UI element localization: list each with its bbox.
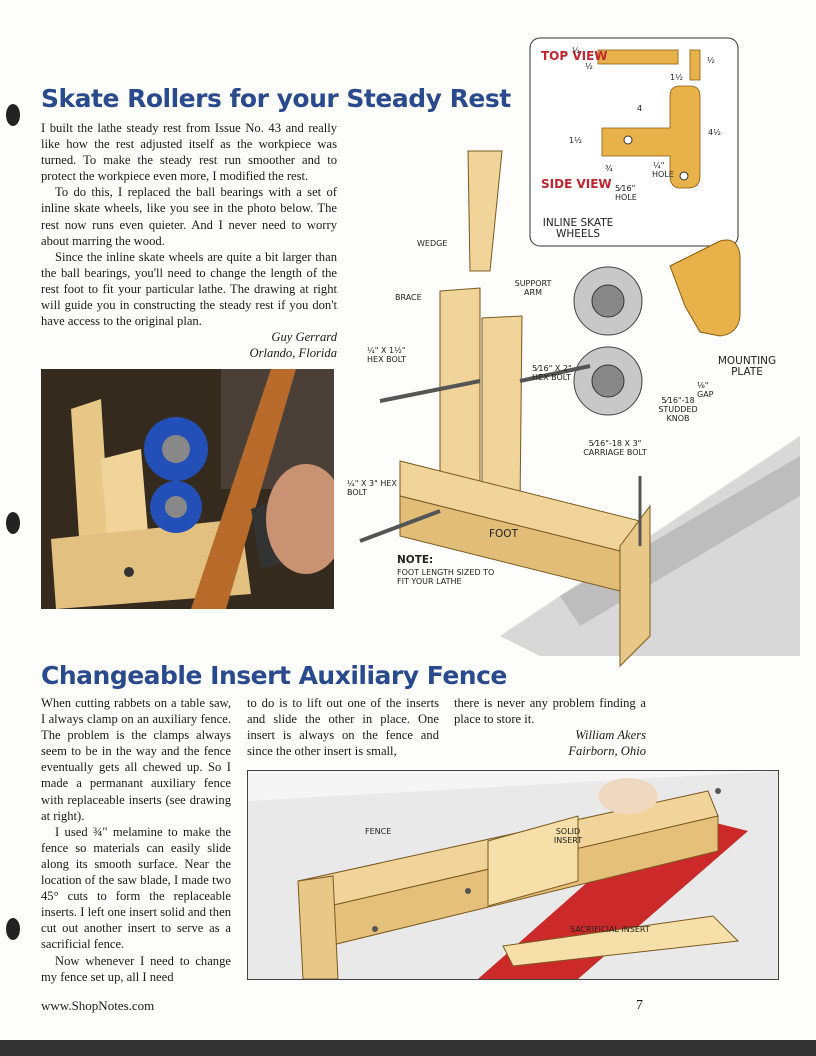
label-fence: FENCE [365,827,392,836]
bottom-edge [0,1040,816,1056]
paragraph: Now whenever I need to change my fence s… [41,953,231,984]
article-column-3: there is never any problem finding a pla… [454,695,646,759]
label-hex-bolt-3: ¼" x 3" HEX BOLT [347,479,397,497]
paragraph: Since the inline skate wheels are quite … [41,249,337,329]
article-column-2: to do is to lift out one of the inserts … [247,695,439,759]
dimension: 4 [637,104,643,113]
paragraph: When cutting rabbets on a table saw, I a… [41,696,231,823]
dimension: ½ [707,56,715,65]
paragraph: I used ¾" melamine to make the fence so … [41,824,231,952]
article-column-1: When cutting rabbets on a table saw, I a… [41,695,231,985]
label-brace: BRACE [395,293,422,302]
note-body: FOOT LENGTH SIZED TO FIT YOUR LATHE [397,568,495,586]
dimension: 1½ [670,73,683,82]
article-title: Skate Rollers for your Steady Rest [41,84,511,113]
paragraph: to do is to lift out one of the inserts … [247,696,439,759]
fence-drawing [248,771,778,979]
label-studded-knob: 5⁄16"-18 STUDDED KNOB [658,396,698,423]
author-location: Fairborn, Ohio [568,744,646,759]
author-location: Orlando, Florida [249,346,337,361]
label-mounting-plate: MOUNTING PLATE [717,355,777,378]
steady-rest-diagram: TOP VIEW SIDE VIEW ¼ ½ ½ 1½ 4 1½ 4½ ¾ ¼"… [340,36,800,668]
paragraph: I built the lathe steady rest from Issue… [41,121,337,184]
dimension: HOLE [652,170,674,179]
label-hex-bolt-1: ¼" x 1½" HEX BOLT [367,346,406,364]
author-name: Guy Gerrard [271,330,337,345]
article-title: Changeable Insert Auxiliary Fence [41,661,507,690]
side-view-label: SIDE VIEW [541,177,612,191]
label-support-arm: SUPPORT ARM [514,279,552,297]
binder-hole [6,918,20,940]
lathe-photo [41,369,334,609]
dimension: ½ [585,62,593,71]
dimension: HOLE [615,193,637,202]
photo-illustration [41,369,334,609]
label-solid-insert: SOLID INSERT [553,827,583,845]
footer-url: www.ShopNotes.com [41,998,155,1013]
note-heading: NOTE: [397,554,434,566]
dimension: 5⁄16" [615,184,636,193]
author-name: William Akers [575,728,646,743]
binder-hole [6,104,20,126]
dimension: ¼" [653,161,665,170]
article-body: I built the lathe steady rest from Issue… [41,120,337,361]
label-hex-bolt-2: 5⁄16" x 2" HEX BOLT [532,364,572,382]
label-carriage-bolt: 5⁄16"-18 x 3" CARRIAGE BOLT [583,439,647,457]
dimension: ¼ [572,46,580,55]
dimension: 4½ [708,128,721,137]
binder-hole [6,512,20,534]
dimension: 1½ [569,136,582,145]
note: NOTE: FOOT LENGTH SIZED TO FIT YOUR LATH… [397,550,497,587]
fence-diagram: FENCE SOLID INSERT SACRIFICIAL INSERT [247,770,779,980]
steady-rest-drawing [359,37,800,668]
label-sacrificial-insert: SACRIFICIAL INSERT [570,925,650,934]
top-view-label: TOP VIEW [541,49,608,63]
label-inline-skate-wheels: INLINE SKATE WHEELS [542,217,614,240]
label-wedge: WEDGE [417,239,448,248]
label-gap: ⅛" GAP [697,381,714,399]
label-foot: FOOT [489,528,518,540]
dimension: ¾ [605,164,613,173]
paragraph: To do this, I replaced the ball bearings… [41,185,337,248]
page-number: 7 [636,998,643,1013]
paragraph: there is never any problem finding a pla… [454,696,646,727]
